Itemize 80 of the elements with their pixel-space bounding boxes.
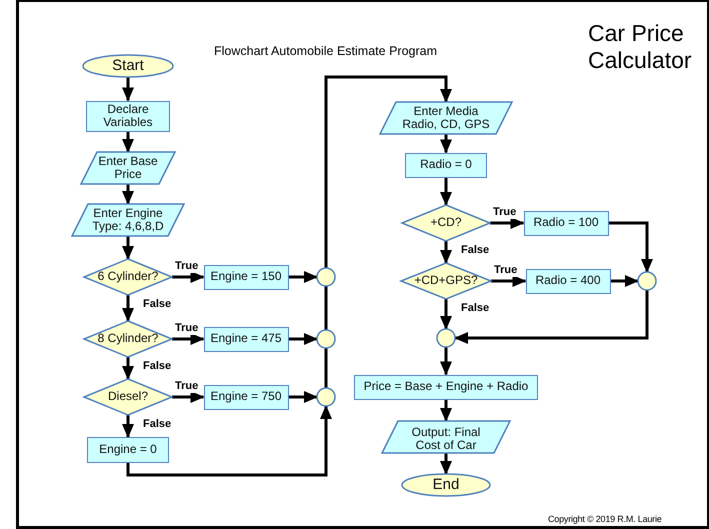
arrow — [172, 333, 204, 345]
process-box — [405, 152, 487, 178]
arrow — [122, 77, 134, 102]
process-box — [524, 210, 608, 236]
input-output-parallelogram — [380, 102, 512, 134]
copyright-note: Copyright © 2019 R.M. Laurie — [548, 514, 662, 524]
node-label: 6 Cylinder? — [98, 270, 158, 284]
node-label: Declare Variables — [102, 102, 154, 130]
arrow — [490, 217, 524, 229]
node-label: 8 Cylinder? — [98, 332, 158, 346]
process-box — [204, 326, 288, 352]
arrow — [610, 275, 639, 287]
node-label: Price = Base + Engine + Radio — [364, 380, 528, 394]
node-label: Output: Final Cost of Car — [410, 426, 482, 452]
arrow — [126, 405, 332, 476]
node-label: Radio = 100 — [533, 216, 599, 230]
decision-diamond — [401, 263, 491, 299]
node-label: Start — [112, 58, 144, 74]
arrow — [288, 271, 318, 283]
terminal-oval — [402, 474, 490, 496]
decision-diamond — [84, 321, 172, 357]
connector-circle — [437, 329, 455, 347]
edge-label: True — [174, 380, 200, 393]
process-box — [354, 374, 538, 400]
arrow — [122, 236, 134, 260]
arrow — [122, 415, 134, 438]
arrow — [122, 184, 134, 205]
node-label: Enter Media Radio, CD, GPS — [401, 104, 491, 132]
decision-diamond — [84, 259, 172, 295]
arrow — [440, 347, 452, 376]
terminal-oval — [83, 55, 173, 77]
node-label: Diesel? — [108, 390, 148, 404]
decision-diamond — [84, 379, 172, 415]
process-box — [204, 384, 288, 410]
arrow — [440, 241, 452, 264]
arrow — [440, 178, 452, 206]
node-label: End — [432, 476, 460, 494]
input-output-parallelogram — [382, 421, 510, 457]
arrow — [288, 333, 318, 345]
node-label: Engine = 475 — [210, 332, 282, 346]
arrow — [608, 222, 653, 273]
edge-label: True — [493, 264, 518, 277]
arrow — [491, 275, 526, 287]
connector-circle — [638, 272, 656, 290]
arrow — [122, 132, 134, 153]
process-box — [87, 437, 169, 463]
arrow — [440, 299, 452, 330]
input-output-parallelogram — [72, 204, 184, 236]
node-label: Radio = 0 — [420, 158, 472, 172]
node-label: +CD+GPS? — [414, 274, 478, 288]
arrow — [288, 391, 318, 403]
title: Car Price Calculator — [588, 20, 693, 74]
node-label: +CD? — [430, 216, 462, 230]
arrow — [324, 76, 452, 268]
edge-label: True — [174, 322, 200, 335]
process-box — [526, 268, 610, 294]
arrow — [440, 453, 452, 475]
edge-label: True — [174, 260, 200, 273]
process-box — [86, 100, 170, 132]
arrow — [454, 290, 648, 344]
arrow — [122, 295, 134, 322]
node-label: Engine = 750 — [210, 390, 282, 404]
node-label: Engine = 0 — [99, 443, 157, 457]
node-label: Radio = 400 — [535, 274, 601, 288]
subtitle: Flowchart Automobile Estimate Program — [214, 44, 438, 58]
node-label: Enter Engine Type: 4,6,8,D — [91, 206, 165, 234]
connector-circle — [317, 268, 335, 286]
arrow — [440, 134, 452, 154]
node-label: Engine = 150 — [210, 270, 282, 284]
arrow — [122, 357, 134, 380]
decision-diamond — [402, 205, 490, 241]
process-box — [204, 264, 288, 290]
connector-circle — [317, 330, 335, 348]
arrow — [172, 391, 204, 403]
connector-circle — [317, 388, 335, 406]
edge-label: True — [492, 206, 518, 219]
input-output-parallelogram — [81, 152, 175, 184]
arrow — [172, 271, 204, 283]
node-label: Enter Base Price — [97, 154, 159, 182]
arrow — [440, 400, 452, 422]
